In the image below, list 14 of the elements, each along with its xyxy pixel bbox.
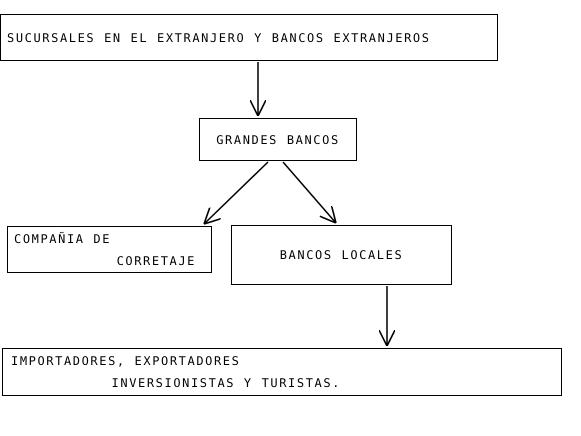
box-label: GRANDES BANCOS [215,132,341,149]
arrow [282,162,337,224]
arrow [378,286,396,347]
arrow [249,62,267,117]
box-label: BANCOS LOCALES [278,247,404,264]
process-box [7,226,212,273]
box-label: SUCURSALES EN EL EXTRANJERO Y BANCOS EXTRANJEROS [7,30,432,47]
process-box [199,118,357,161]
arrow [203,161,269,225]
box-label: IMPORTADORES, EXPORTADORES INVERSIONISTAS Y TURISTAS. [11,353,341,392]
process-box [0,14,498,61]
process-box [231,225,452,285]
process-box [2,348,562,396]
box-label: COMPAÑIA DE CORRETAJE [14,230,196,270]
